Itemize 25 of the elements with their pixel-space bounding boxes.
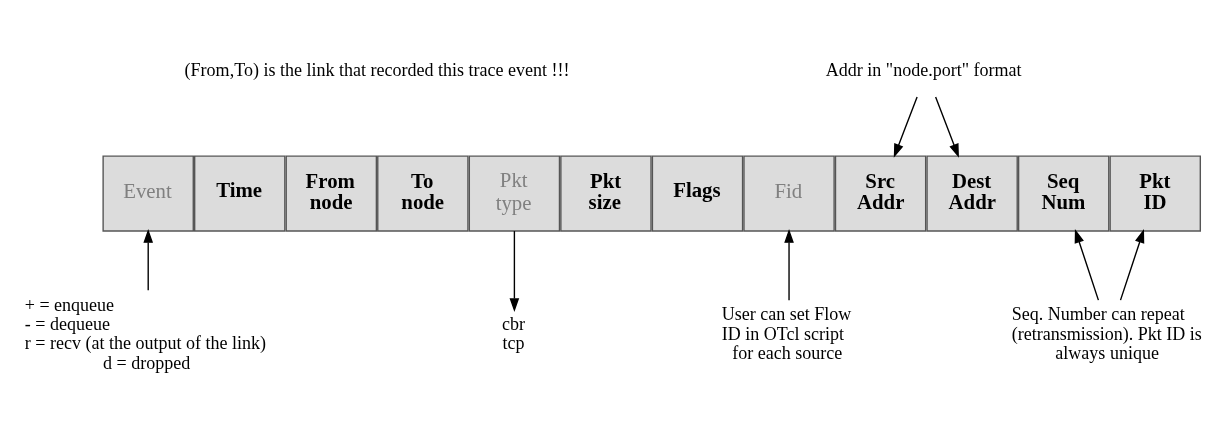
node-box: Event [102, 154, 194, 232]
node-text: Addr in "node.port" format [825, 59, 1022, 80]
node-text: Seq. Number can repeat (retransmission). Pkt ID is always unique [1011, 303, 1202, 363]
node-box: Src Addr [834, 154, 927, 232]
node-box: Pkt ID [1109, 154, 1201, 232]
node-box: Dest Addr [926, 154, 1018, 232]
arrow [934, 95, 959, 158]
node-box: Pkt size [560, 154, 652, 232]
node-box: Seq Num [1017, 154, 1110, 232]
arrow [784, 228, 794, 301]
arrow [509, 229, 520, 312]
label: (From,To) is the link that recorded this trace event !!! [184, 59, 570, 80]
node-box: Fid [743, 154, 835, 232]
node-box: From node [285, 154, 378, 232]
arrow [143, 228, 154, 291]
node-text: User can set Flow ID in OTcl script for each source [721, 303, 852, 363]
node-box: To node [377, 154, 469, 232]
node-box: Time [193, 154, 286, 232]
node-text: cbr tcp [501, 313, 525, 353]
node-box: Pkt type [468, 154, 561, 232]
node-box: Flags [651, 154, 744, 232]
node-text: + = enqueue - = dequeue r = recv (at the output of the link) d = dropped [24, 294, 267, 373]
arrow [893, 95, 918, 158]
arrow [1119, 228, 1145, 301]
arrow [1074, 228, 1100, 301]
